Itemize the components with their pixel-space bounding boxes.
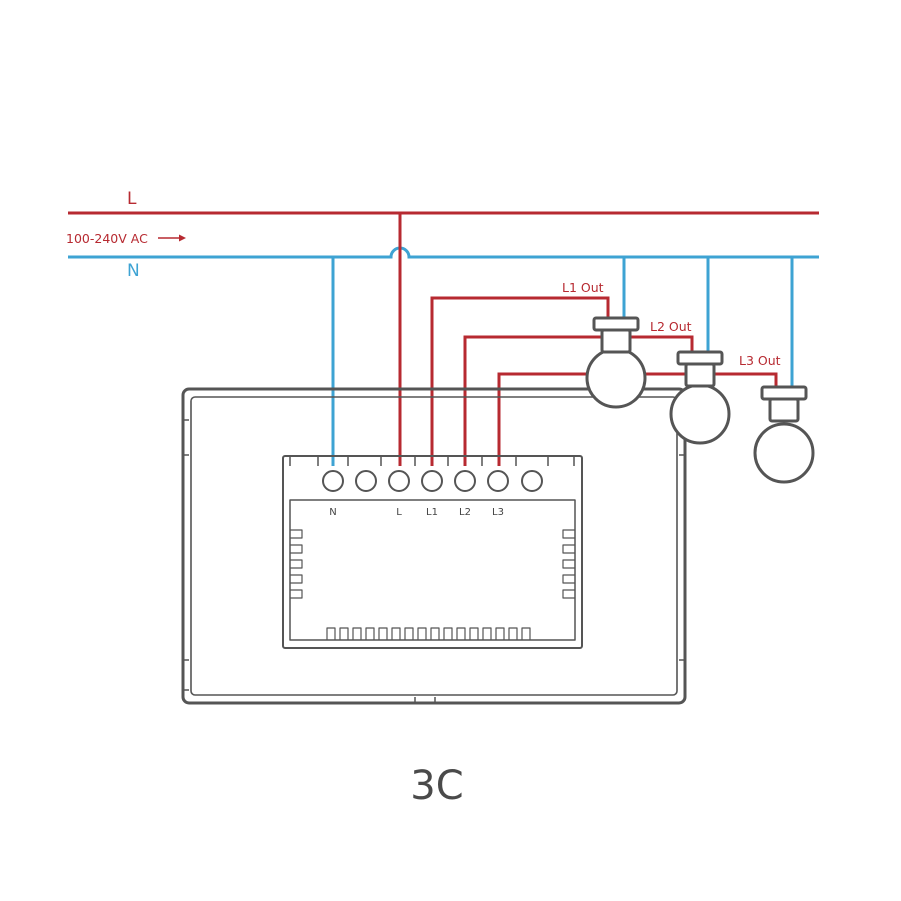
terminal-label-l3: L3 <box>492 507 504 518</box>
terminal-label-l1: L1 <box>426 507 438 518</box>
output-label-l2: L2 Out <box>650 319 692 334</box>
switch-module <box>282 455 583 649</box>
neutral-line <box>68 246 819 259</box>
bulb-icon <box>669 350 731 445</box>
arrow-right-icon <box>158 234 186 242</box>
bulb-icon <box>585 316 647 409</box>
live-line-label: L <box>127 189 137 209</box>
terminal-label-l2: L2 <box>459 507 471 518</box>
terminal-spare-2 <box>521 470 543 492</box>
output-label-l1: L1 Out <box>562 280 604 295</box>
neutral-line-label: N <box>127 261 140 281</box>
terminal-l1 <box>421 470 443 492</box>
terminal-label-n: N <box>329 507 336 518</box>
terminal-n <box>322 470 344 492</box>
terminal-block <box>322 470 543 492</box>
bulb-icon <box>753 385 815 484</box>
l1-output-wire <box>430 296 610 466</box>
supply-label: 100-240V AC <box>66 231 148 246</box>
output-label-l3: L3 Out <box>739 353 781 368</box>
diagram-caption: 3C <box>410 763 463 809</box>
switch-body <box>181 387 687 705</box>
terminal-l <box>388 470 410 492</box>
terminal-label-l: L <box>396 507 402 518</box>
terminal-l3 <box>487 470 509 492</box>
terminal-l2 <box>454 470 476 492</box>
terminal-spare-1 <box>355 470 377 492</box>
l2-output-wire <box>463 335 694 466</box>
